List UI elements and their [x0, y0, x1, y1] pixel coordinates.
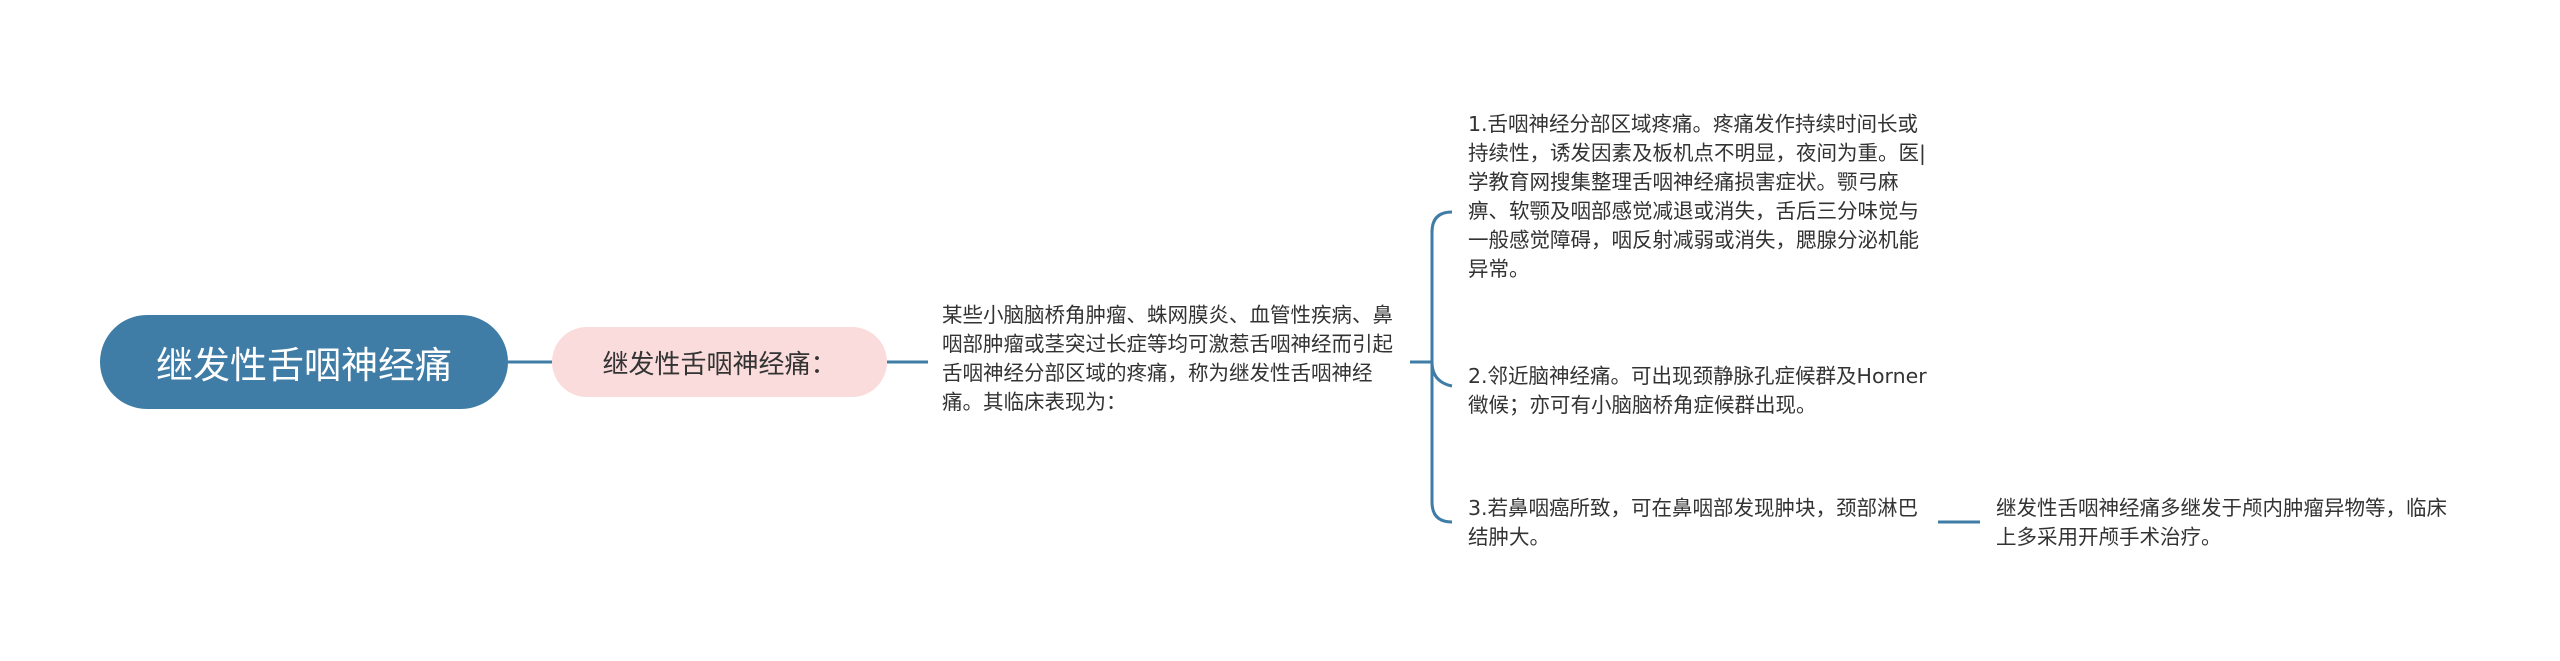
note-text: 继发性舌咽神经痛多继发于颅内肿瘤异物等，临床上多采用开颅手术治疗。 [1996, 496, 2447, 549]
item-text: 1.舌咽神经分部区域疼痛。疼痛发作持续时间长或持续性，诱发因素及板机点不明显，夜… [1468, 112, 1926, 281]
branch-node[interactable]: 继发性舌咽神经痛： [552, 327, 887, 397]
note-node[interactable]: 继发性舌咽神经痛多继发于颅内肿瘤异物等，临床上多采用开颅手术治疗。 [1996, 494, 2466, 552]
description-text: 某些小脑脑桥角肿瘤、蛛网膜炎、血管性疾病、鼻咽部肿瘤或茎突过长症等均可激惹舌咽神… [942, 303, 1393, 414]
item-text: 2.邻近脑神经痛。可出现颈静脉孔症候群及Horner徵候；亦可有小脑脑桥角症候群… [1468, 364, 1927, 417]
description-node[interactable]: 某些小脑脑桥角肿瘤、蛛网膜炎、血管性疾病、鼻咽部肿瘤或茎突过长症等均可激惹舌咽神… [942, 301, 1407, 417]
root-node[interactable]: 继发性舌咽神经痛 [100, 315, 508, 409]
connector-to-item-2 [1430, 361, 1453, 388]
item-text: 3.若鼻咽癌所致，可在鼻咽部发现肿块，颈部淋巴结肿大。 [1468, 496, 1919, 549]
branch-node-label: 继发性舌咽神经痛： [602, 349, 837, 380]
item-node-3[interactable]: 3.若鼻咽癌所致，可在鼻咽部发现肿块，颈部淋巴结肿大。 [1468, 494, 1930, 552]
item-node-2[interactable]: 2.邻近脑神经痛。可出现颈静脉孔症候群及Horner徵候；亦可有小脑脑桥角症候群… [1468, 362, 1930, 420]
root-node-label: 继发性舌咽神经痛 [156, 344, 452, 387]
item-node-1[interactable]: 1.舌咽神经分部区域疼痛。疼痛发作持续时间长或持续性，诱发因素及板机点不明显，夜… [1468, 110, 1930, 284]
item-bracket [1430, 210, 1453, 524]
